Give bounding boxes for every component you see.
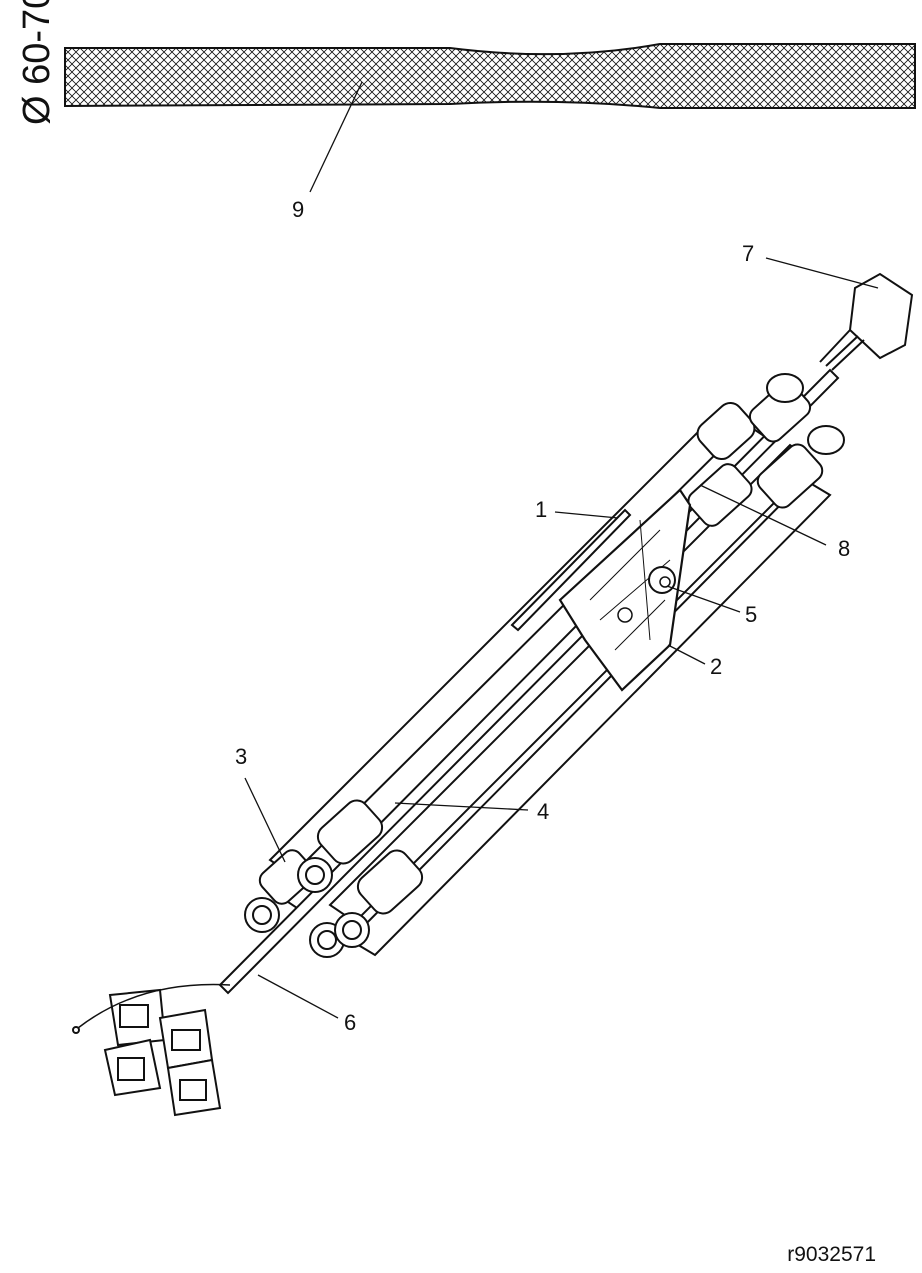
end-connectors-6 — [72, 983, 231, 1117]
callout-3: 3 — [235, 744, 248, 769]
callout-8: 8 — [838, 536, 851, 561]
bracket — [558, 488, 692, 692]
callout-1: 1 — [535, 497, 548, 522]
connector-7 — [819, 272, 914, 371]
bolt — [648, 566, 676, 594]
figure-id: r9032571 — [787, 1243, 876, 1266]
harness-tubes — [218, 368, 840, 995]
lower-ferrules — [244, 799, 424, 958]
callout-7: 7 — [742, 241, 755, 266]
callout-2: 2 — [710, 654, 723, 679]
callout-5: 5 — [745, 602, 758, 627]
callout-6: 6 — [344, 1010, 357, 1035]
braided-sleeve — [64, 43, 916, 109]
leader-lines — [244, 81, 879, 1019]
diameter-label: Ø 60-70 — [16, 0, 58, 125]
support-rod — [510, 508, 632, 632]
callout-9: 9 — [292, 197, 305, 222]
callout-4: 4 — [537, 799, 550, 824]
